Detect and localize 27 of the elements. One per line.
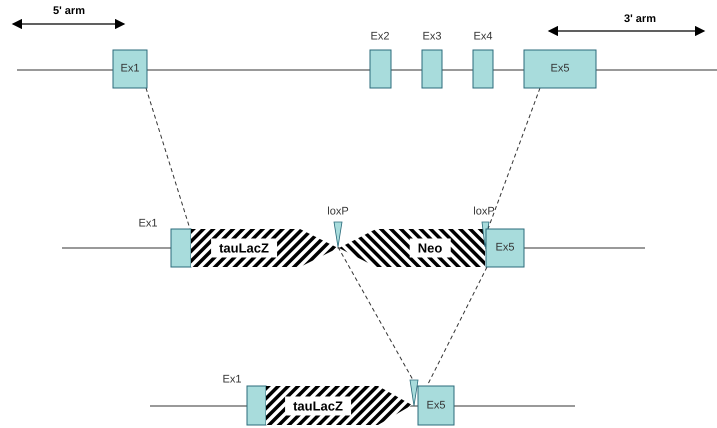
dashed-connector: [338, 246, 414, 380]
exon-label: Ex4: [474, 32, 492, 42]
hatched-gene-block: [339, 229, 485, 267]
exon-box: [524, 50, 596, 88]
exon-label: Ex1: [138, 218, 158, 230]
exon-label: Ex1: [120, 64, 140, 74]
loxp-site: [410, 380, 418, 406]
exon-label: Ex1: [222, 374, 242, 386]
exon-label: Ex3: [422, 32, 442, 42]
gene-label: Neo: [410, 238, 450, 258]
site-label: loxP: [327, 206, 349, 218]
exon-label: Ex5: [550, 64, 570, 74]
arm-label: 3' arm: [624, 13, 656, 25]
hatched-gene-block: [191, 229, 338, 267]
arm-label: 5' arm: [53, 5, 85, 17]
exon-box: [486, 229, 524, 267]
loxp-site: [326, 205, 350, 248]
exon-label: Ex5: [426, 400, 446, 412]
dashed-connector: [488, 88, 540, 230]
site-label: loxP: [473, 206, 495, 218]
exon-label: Ex2: [370, 32, 390, 42]
exon-label: Ex5: [496, 242, 514, 254]
hatched-gene-block: [266, 386, 412, 425]
dashed-connector: [146, 88, 190, 230]
exon-box: [113, 50, 147, 88]
gene-label: tauLacZ: [285, 396, 351, 416]
gene-label: tauLacZ: [211, 238, 277, 258]
